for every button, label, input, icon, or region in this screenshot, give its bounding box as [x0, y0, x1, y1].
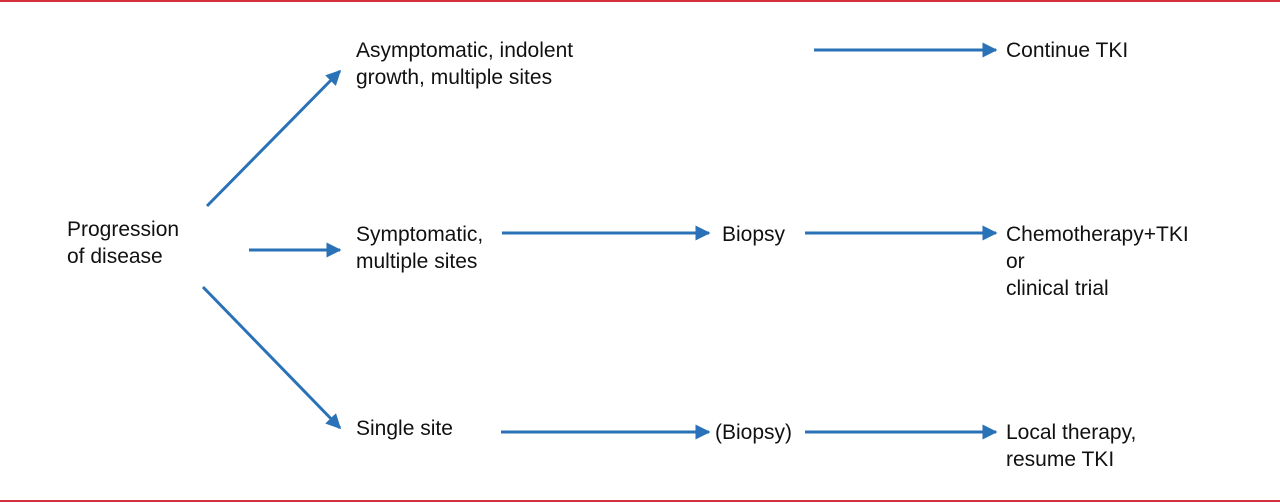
node-single-site: Single site [356, 415, 453, 442]
node-line: Continue TKI [1006, 39, 1129, 62]
node-line: of disease [67, 245, 163, 268]
bottom-border [0, 500, 1280, 502]
node-line: growth, multiple sites [356, 66, 553, 89]
node-line: resume TKI [1006, 448, 1115, 471]
node-line: (Biopsy) [715, 421, 793, 444]
node-line: clinical trial [1006, 277, 1109, 300]
arrow-progression-to-single-site [201, 285, 342, 430]
node-line: or [1006, 250, 1025, 273]
node-local-therapy: Local therapy, resume TKI [1006, 419, 1136, 473]
node-chemotherapy-tki: Chemotherapy+TKI or clinical trial [1006, 221, 1189, 302]
node-line: Progression [67, 218, 180, 241]
node-line: Local therapy, [1006, 421, 1137, 444]
node-asymptomatic: Asymptomatic, indolent growth, multiple … [356, 37, 573, 91]
node-line: Biopsy [722, 223, 786, 246]
node-line: Symptomatic, [356, 223, 484, 246]
arrow-progression-to-asymptomatic [205, 69, 342, 208]
node-line: Asymptomatic, indolent [356, 39, 574, 62]
node-biopsy-optional: (Biopsy) [715, 419, 792, 446]
node-symptomatic: Symptomatic, multiple sites [356, 221, 483, 275]
node-continue-tki: Continue TKI [1006, 37, 1128, 64]
node-line: Single site [356, 417, 453, 440]
node-line: Chemotherapy+TKI [1006, 223, 1189, 246]
node-progression-of-disease: Progression of disease [67, 216, 179, 270]
node-biopsy: Biopsy [722, 221, 785, 248]
node-line: multiple sites [356, 250, 478, 273]
top-border [0, 0, 1280, 2]
